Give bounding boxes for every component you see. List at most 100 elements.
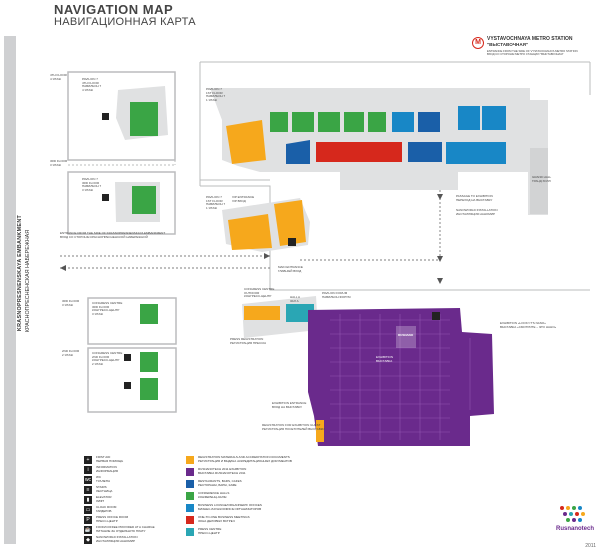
route-line [300, 190, 441, 261]
metro-title: VYSTAVOCHNAYA METRO STATION [487, 36, 573, 42]
rusnanotech-logo-dots [560, 506, 585, 522]
legend-color-item: RUSNANOTECH 2011 EXHIBITION ВЫСТАВКА RUS… [186, 467, 247, 476]
legend-color-item: REGISTRATION MATERIALS AND ACCREDITATION… [186, 455, 292, 464]
conference-hall [344, 112, 364, 132]
legend-item: ☕FOOD/COFFEE PROVIDED AT A CHARGE ПИТАНИ… [84, 525, 155, 534]
legend-icon: i [84, 466, 92, 474]
legend-color-item: BUSINESS LOUNGE/ORGANISERS' OFFICES БИЗН… [186, 503, 262, 512]
legend-item: ◆ NANOWORLD INSTALLATION ИНСТАЛЛЯЦИЯ НАНО… [84, 535, 138, 544]
legend-icon: ▮ [84, 496, 92, 504]
arrow-icon [60, 265, 66, 271]
legend-text: RUSNANOTECH 2011 EXHIBITION ВЫСТАВКА RUS… [198, 467, 247, 475]
conference-hall [318, 112, 340, 132]
legend-text: CLOAK ROOM ГАРДЕРОБ [96, 505, 117, 513]
legend-icon: ▭ [84, 506, 92, 514]
arrow-icon [437, 256, 443, 262]
stairs-icon [102, 113, 109, 120]
metro-entrance: ENTRANCE FROM THE SIDE OF VYSTAVOCHNAYA … [487, 49, 578, 53]
label-grand-hall: GRAND HALL ГРАНД ХОЛЛ [532, 175, 552, 183]
metro-station: M VYSTAVOCHNAYA METRO STATION "ВЫСТАВОЧН… [472, 36, 592, 56]
legend-swatch [186, 516, 194, 524]
conference-hall-cc2 [140, 352, 158, 372]
legend-item: ▮ELEVATOR ЛИФТ [84, 495, 112, 504]
label-pav7-3f: PAVILION 7 3RD FLOOR ПАВИЛЬОН 7 3 ЭТАЖ [82, 177, 102, 192]
label-pavilion-forum: PAVILION FORUM ПАВИЛЬОН ФОРУМ [322, 291, 351, 299]
legend-swatch [186, 480, 194, 488]
legend-text: CONFERENCE HALLS КОНФЕРЕНЦ-ЗАЛЫ [198, 491, 230, 499]
label-pav7-1f-lower: PAVILION 7 1ST FLOOR ПАВИЛЬОН 7 1 ЭТАЖ [206, 195, 226, 210]
label-hall-a: HALL A ЗАЛ А [290, 295, 301, 303]
embankment-bar [4, 36, 16, 544]
arrow-icon [437, 194, 443, 200]
legend-text: FOOD/COFFEE PROVIDED AT A CHARGE ПИТАНИЕ… [96, 525, 155, 533]
business-lounge [458, 106, 480, 130]
legend-icon: P [84, 516, 92, 524]
registration-area [274, 200, 306, 246]
legend-swatch [186, 492, 194, 500]
business-meetings [316, 142, 402, 162]
legend-swatch [186, 456, 194, 464]
label-press-registration: PRESS REGISTRATION РЕГИСТРАЦИЯ ПРЕССЫ [230, 337, 267, 345]
metro-entrance-ru: ВХОД СО СТОРОНЫ МЕТРО СТАНЦИИ "ВЫСТАВОЧН… [487, 52, 564, 56]
conference-hall-3f [132, 186, 156, 214]
legend-text: RESTAURANTS, BARS, CAFES РЕСТОРАНЫ, БАРЫ… [198, 479, 242, 487]
label-main-entrance: MAIN ENTRANCE ГЛАВНЫЙ ВХОД [278, 265, 303, 273]
page-title-ru: НАВИГАЦИОННАЯ КАРТА [54, 16, 196, 28]
congress-3f-box [87, 297, 177, 345]
restaurant [418, 112, 440, 132]
business-lounge [392, 112, 414, 132]
legend-color-item: PRESS CENTRE ПРЕСС-ЦЕНТР [186, 527, 222, 536]
registration-area [228, 214, 272, 250]
legend-icon: + [84, 456, 92, 464]
cloak-room-icon [288, 238, 296, 246]
legend-color-item: ONE-TO-ONE BUSINESS MEETINGS ЗОНА ДЕЛОВЫ… [186, 515, 250, 524]
metro-title-ru: "ВЫСТАВОЧНАЯ" [487, 42, 529, 47]
legend-text: FIRST AID ПЕРВАЯ ПОМОЩЬ [96, 455, 124, 463]
label-entrance-embankment: ENTRANCE FROM THE SIDE OF KRASNOPRESNENS… [60, 231, 166, 235]
legend-text: STAIRS ЛЕСТНИЦА [96, 485, 113, 493]
conference-hall-4f [130, 102, 158, 136]
arrow-icon [437, 278, 443, 284]
legend-text: PRESS OFFICE ROOM ПРЕСС-ЦЕНТР [96, 515, 129, 523]
legend-color-item: RESTAURANTS, BARS, CAFES РЕСТОРАНЫ, БАРЫ… [186, 479, 242, 488]
grand-hall [530, 148, 548, 214]
label-pav7-4f: PAVILION 7 4TH FLOOR ПАВИЛЬОН 7 4 ЭТАЖ [82, 77, 102, 92]
label-vip-entrance: VIP ENTRANCE VIP ВХОД [232, 195, 255, 203]
conference-hall [368, 112, 386, 132]
label-passage: PASSAGE TO EXHIBITION ПЕРЕХОД НА ВЫСТАВК… [456, 194, 493, 202]
legend-text: WC ТУАЛЕТЫ [96, 475, 111, 483]
rusnano-stand [396, 326, 416, 348]
congress-2f-box [87, 347, 177, 413]
legend-item: P PRESS OFFICE ROOM ПРЕСС-ЦЕНТР [84, 515, 129, 524]
exhibition-grid [330, 319, 450, 433]
legend-swatch [186, 528, 194, 536]
label-floor2: 2ND FLOOR 2 ЭТАЖ [62, 349, 80, 357]
legend-swatch [186, 504, 194, 512]
press-centre [286, 304, 314, 322]
stairs-icon [102, 194, 109, 201]
legend-text: NANOWORLD INSTALLATION ИНСТАЛЛЯЦИЯ НАНОМ… [96, 535, 138, 543]
exhibition-grid [339, 314, 471, 440]
conference-hall [270, 112, 288, 132]
label-exhibition: EXHIBITION ВЫСТАВКА [376, 355, 394, 363]
legend-item: + FIRST AID ПЕРВАЯ ПОМОЩЬ [84, 455, 124, 464]
legend-color-item: CONFERENCE HALLS КОНФЕРЕНЦ-ЗАЛЫ [186, 491, 230, 500]
label-cc-3f: CONGRESS CENTRE 3RD FLOOR КОНГРЕСС-ЦЕНТР… [92, 301, 123, 316]
legend-icon: ≡ [84, 486, 92, 494]
legend-icon: ◆ [84, 536, 92, 544]
legend-text: BUSINESS LOUNGE/ORGANISERS' OFFICES БИЗН… [198, 503, 262, 511]
legend-swatch [186, 468, 194, 476]
metro-icon: M [472, 37, 484, 49]
registration-exhibition [316, 420, 324, 442]
registration-area [226, 120, 266, 164]
label-congress-outdoor: CONGRESS CENTRE OUTDOOR КОНГРЕСС-ЦЕНТР [244, 287, 275, 299]
legend-text: PRESS CENTRE ПРЕСС-ЦЕНТР [198, 527, 222, 535]
legend-item: ≡ STAIRS ЛЕСТНИЦА [84, 485, 113, 494]
legend-icon: wc [84, 476, 92, 484]
label-nanoworld: NANOWORLD INSTALLATION ИНСТАЛЛЯЦИЯ НАНОМ… [456, 208, 498, 216]
legend-item: wc WC ТУАЛЕТЫ [84, 475, 111, 484]
label-entrance-embankment-ru: ВХОД СО СТОРОНЫ КРАСНОПРЕСНЕНСКОЙ НАБЕРЕ… [60, 235, 148, 239]
arrow-icon [264, 253, 270, 259]
business-lounge [482, 106, 506, 130]
